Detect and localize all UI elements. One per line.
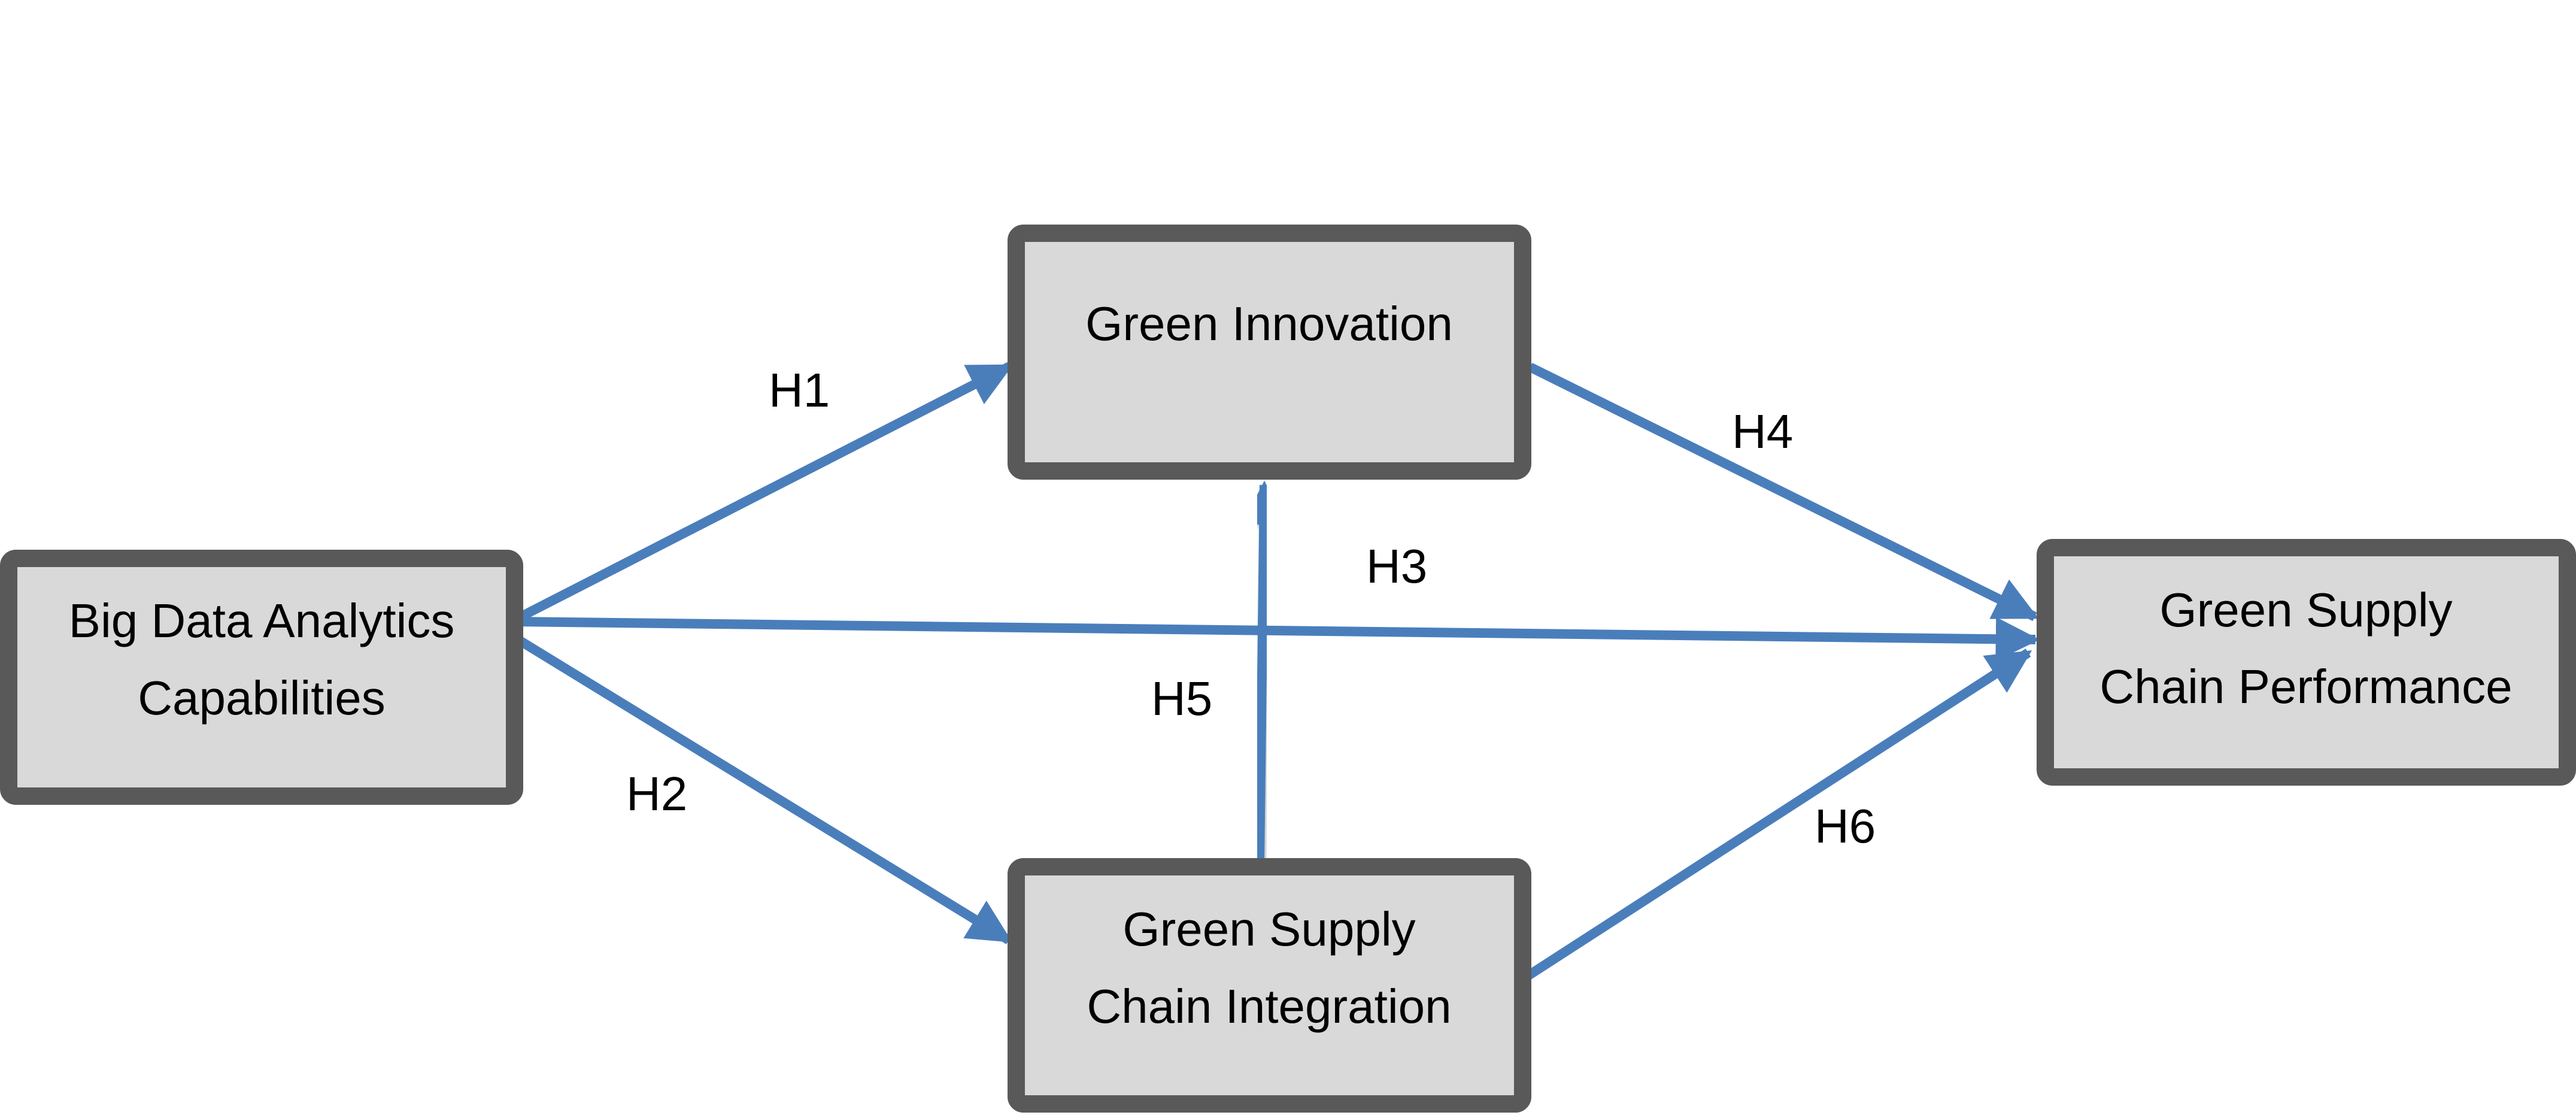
edges-layer (511, 362, 2040, 982)
node-label-line: Green Supply (1122, 902, 1415, 956)
node-label-line: Green Innovation (1085, 297, 1453, 350)
node-big-data-analytics-capabilities[interactable]: Big Data Analytics Capabilities (0, 550, 523, 805)
edge-label-h3: H3 (1366, 540, 1427, 593)
node-label-line: Capabilities (138, 671, 386, 725)
edge-h2-arrow[interactable] (516, 636, 1013, 944)
node-label-line: Chain Integration (1087, 980, 1451, 1033)
edge-label-h1: H1 (769, 363, 830, 417)
node-green-supply-chain-performance[interactable]: Green Supply Chain Performance (2037, 539, 2576, 786)
edge-label-h5: H5 (1151, 672, 1212, 725)
edge-h6-arrow[interactable] (1522, 649, 2032, 982)
hypothesis-labels: H1 H2 H3 H4 H5 H6 (626, 363, 1876, 853)
edge-h3-arrow[interactable] (512, 617, 2040, 662)
node-green-innovation[interactable]: Green Innovation (1008, 225, 1531, 480)
edge-label-h6: H6 (1815, 799, 1876, 853)
edge-h5-arrow[interactable] (1242, 480, 1286, 865)
node-label-line: Green Supply (2159, 583, 2452, 637)
edge-label-h4: H4 (1732, 405, 1793, 458)
edge-h1-arrow[interactable] (511, 362, 1014, 625)
node-green-supply-chain-integration[interactable]: Green Supply Chain Integration (1008, 858, 1531, 1113)
edge-h4-arrow[interactable] (1528, 362, 2039, 622)
edge-label-h2: H2 (626, 767, 687, 820)
node-label-line: Big Data Analytics (69, 594, 455, 647)
node-label-line: Chain Performance (2099, 660, 2512, 713)
